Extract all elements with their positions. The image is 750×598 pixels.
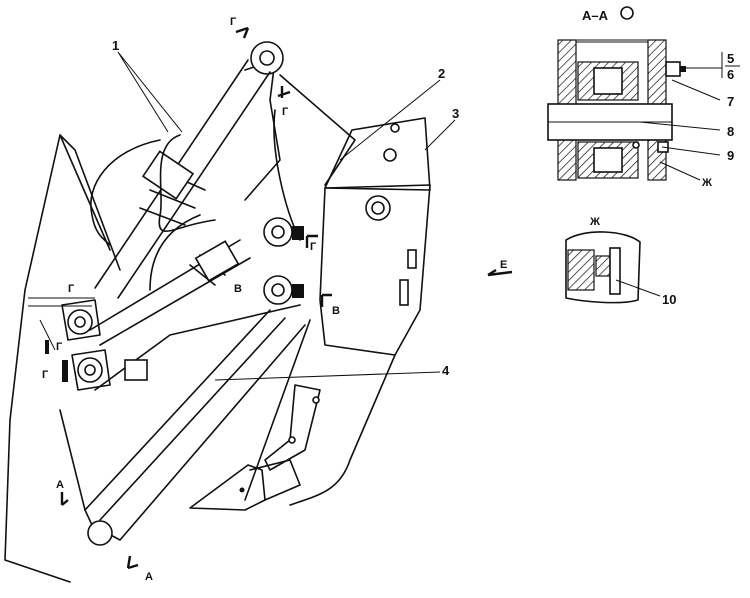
section-aa-symbol: [620, 6, 634, 20]
shank-holder-housing: [319, 117, 431, 356]
detail-zh-mark: Ж: [701, 177, 712, 189]
leader-zh: [659, 161, 701, 181]
upper-hydraulic-cylinder: [94, 59, 271, 299]
hydraulic-hose-left: [90, 139, 161, 246]
callout-7: 7: [727, 94, 734, 109]
arrow-e-label: Е: [500, 259, 507, 271]
callout-8: 8: [727, 124, 734, 139]
cut-mark-v-mid: [320, 293, 332, 307]
leader-5-6: [686, 52, 723, 78]
top-pivot-pin: [259, 50, 275, 66]
mounting-bracket: [59, 304, 306, 541]
callout-6: 6: [727, 67, 734, 82]
section-mark-g-left2: Г: [56, 341, 63, 353]
callout-9: 9: [727, 148, 734, 163]
section-mark-g-top2: Г: [282, 106, 289, 118]
lower-pivot-pin: [87, 520, 113, 546]
section-mark-v-mid2: В: [332, 305, 340, 317]
ripper-tip: [189, 459, 301, 511]
leader-9: [661, 146, 721, 156]
section-mark-g-top: Г: [230, 16, 237, 28]
leader-8: [639, 121, 721, 131]
leader-2: [339, 79, 441, 161]
right-pivot-upper: [263, 217, 304, 247]
detail-zh-seal: [595, 255, 611, 277]
arrow-e: [487, 268, 513, 277]
section-mark-g-left: Г: [68, 283, 75, 295]
cut-mark-g-mid: [305, 234, 318, 248]
callout-2: 2: [438, 66, 445, 81]
ripper-beam: [273, 74, 356, 241]
leader-7: [671, 79, 721, 101]
lower-bushing-core: [593, 147, 623, 173]
pin-keeper: [62, 360, 68, 382]
cut-mark-a-bottom: [126, 555, 139, 570]
detail-zh: Ж 10: [565, 216, 676, 307]
grease-fitting: [665, 61, 681, 77]
right-pivot-lower: [263, 275, 304, 305]
leader-3: [424, 119, 456, 151]
hydraulic-hose-mid: [149, 214, 201, 291]
callout-1: 1: [112, 38, 119, 53]
section-mark-a-bottom: А: [145, 571, 153, 583]
section-mark-g-lower: Г: [42, 369, 49, 381]
detail-zh-wall: [567, 249, 595, 291]
section-mark-g-mid: Г: [310, 241, 317, 253]
tractor-frame-lines: [28, 297, 95, 351]
detail-zh-pin: [609, 247, 621, 295]
lower-beam: [84, 309, 286, 521]
detail-zh-outline: [565, 231, 641, 304]
callout-10: 10: [662, 292, 676, 307]
o-ring: [632, 141, 640, 149]
callout-5: 5: [727, 51, 734, 66]
lower-hydraulic-cylinder: [89, 239, 251, 346]
top-edge: [576, 39, 648, 43]
left-clevis-upper: [61, 299, 101, 341]
section-aa-detail: А–А 5 6 7 8 9 Ж: [547, 6, 740, 189]
cut-mark-a-left: [60, 492, 69, 506]
detail-zh-title: Ж: [589, 216, 600, 228]
section-mark-v-mid: В: [234, 283, 242, 295]
ripper-shank: [244, 319, 396, 506]
callout-3: 3: [452, 106, 459, 121]
section-mark-a-left: А: [56, 479, 64, 491]
leader-10: [615, 279, 661, 297]
leader-4: [214, 371, 441, 381]
fitting-nipple: [680, 66, 686, 72]
cut-mark-g-top: [235, 26, 250, 39]
cut-mark-g-top2: [277, 86, 291, 98]
upper-bushing-core: [593, 67, 623, 95]
main-view: 1 2 3 4 Г Г Г Г Г Г В В А А Е: [4, 16, 513, 583]
pin-keeper-2: [45, 340, 49, 354]
section-aa-title: А–А: [582, 8, 609, 23]
callout-4: 4: [442, 363, 450, 378]
left-clevis-lower: [71, 349, 111, 391]
tractor-rear-frame: [4, 134, 121, 583]
valve-block: [124, 359, 148, 381]
hydraulic-hose-right: [158, 134, 216, 232]
leader-1: [117, 51, 183, 133]
